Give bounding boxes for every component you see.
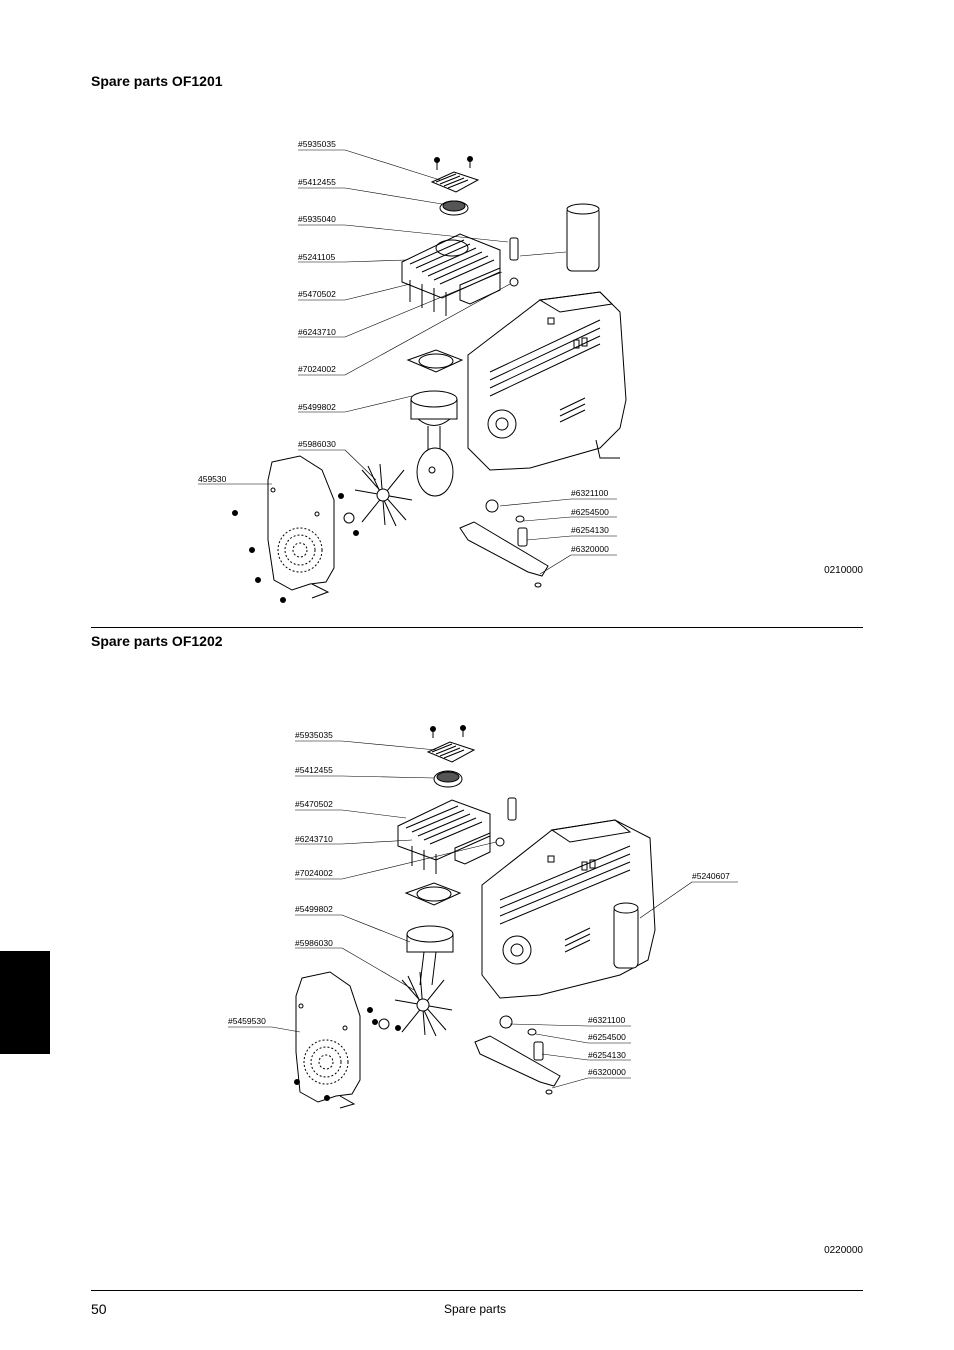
part-label: #6254500 xyxy=(571,507,609,517)
part-label: #5470502 xyxy=(295,799,333,809)
part-label: #5240607 xyxy=(692,871,730,881)
part-label: #5499802 xyxy=(295,904,333,914)
diagram-of1202 xyxy=(228,725,738,1109)
part-label: #6254500 xyxy=(588,1032,626,1042)
fan-icon xyxy=(394,971,453,1037)
part-label: #5459530 xyxy=(228,1016,266,1026)
screw-icon xyxy=(294,1007,401,1101)
part-label: #6243710 xyxy=(298,327,336,337)
callout-labels-1: #5935035 #5412455 #5935040 #5241105 #547… xyxy=(198,139,609,554)
screw-icon xyxy=(430,725,466,738)
part-label: #5935035 xyxy=(295,730,333,740)
footer-rule xyxy=(91,1290,863,1291)
callout-labels-2: #5935035 #5412455 #5470502 #6243710 #702… xyxy=(228,730,730,1077)
part-label: #6320000 xyxy=(588,1067,626,1077)
part-label: #5986030 xyxy=(298,439,336,449)
part-label: #5470502 xyxy=(298,289,336,299)
figure-code: 0220000 xyxy=(824,1245,863,1256)
part-label: #5935040 xyxy=(298,214,336,224)
screw-icon xyxy=(232,493,359,603)
footer-section-name: Spare parts xyxy=(444,1302,507,1316)
screw-icon xyxy=(434,156,473,170)
part-label: #5412455 xyxy=(295,765,333,775)
diagram-of1201 xyxy=(198,149,627,603)
part-label: #6254130 xyxy=(571,525,609,535)
part-label: #5499802 xyxy=(298,402,336,412)
part-label: #6254130 xyxy=(588,1050,626,1060)
page-number: 50 xyxy=(91,1301,107,1317)
figure-code: 0210000 xyxy=(824,565,863,576)
part-label: #5241105 xyxy=(298,252,335,262)
grille-icon xyxy=(303,1039,349,1085)
part-label: #6320000 xyxy=(571,544,609,554)
section-divider xyxy=(91,627,863,628)
part-label: #5986030 xyxy=(295,938,333,948)
part-label: #5412455 xyxy=(298,177,336,187)
part-label: #5935035 xyxy=(298,139,336,149)
part-label: #6243710 xyxy=(295,834,333,844)
section1-title: Spare parts OF1201 xyxy=(91,73,223,89)
section2-title: Spare parts OF1202 xyxy=(91,633,223,649)
part-label: #7024002 xyxy=(295,868,333,878)
part-label: #6321100 xyxy=(588,1015,625,1025)
part-label: #6321100 xyxy=(571,488,608,498)
chapter-tab xyxy=(0,951,50,1054)
fan-icon xyxy=(354,463,413,527)
part-label: #7024002 xyxy=(298,364,336,374)
grille-icon xyxy=(277,527,323,573)
part-label: 459530 xyxy=(198,474,227,484)
